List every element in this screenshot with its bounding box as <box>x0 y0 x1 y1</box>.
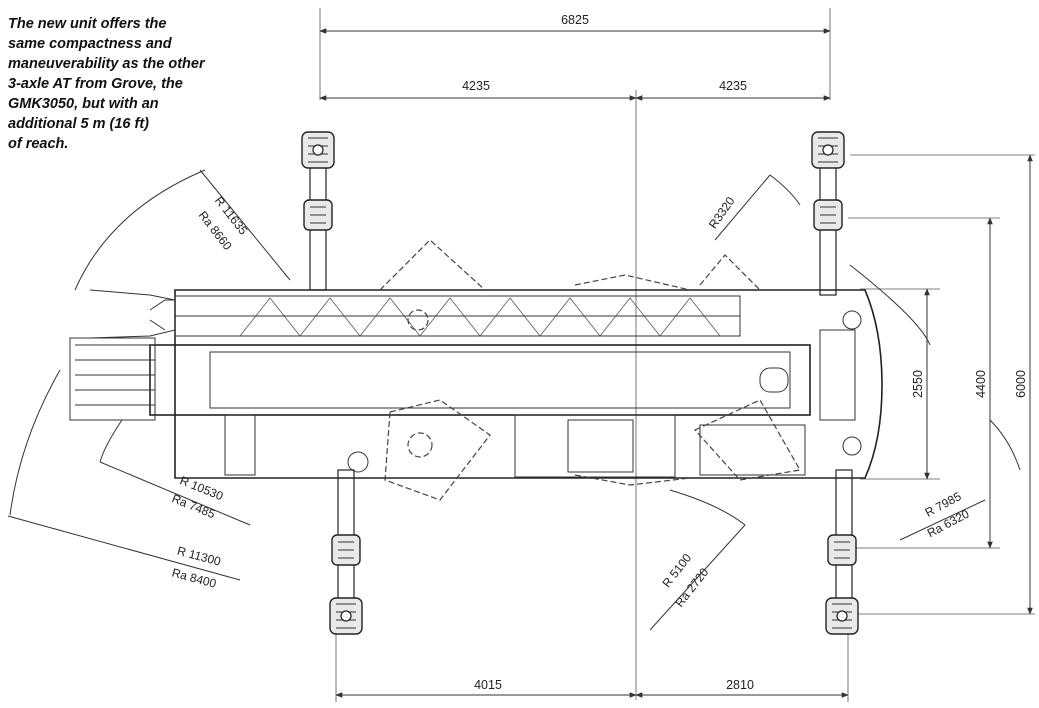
caption-line-7: of reach. <box>8 136 69 152</box>
caption-line-6: additional 5 m (16 ft) <box>8 116 149 132</box>
caption-line-1: The new unit offers the <box>8 16 167 32</box>
dim-bottom-left: 4015 <box>474 678 502 692</box>
bottom-dimensions: 4015 2810 <box>335 600 849 702</box>
dim-top-right: 4235 <box>719 79 747 93</box>
dim-side-outer: 6000 <box>1014 370 1028 398</box>
radius-rear-upper-r: R3320 <box>706 194 738 231</box>
side-dimensions: 2550 4400 6000 <box>848 154 1035 615</box>
caption-line-4: 3-axle AT from Grove, the <box>8 76 183 92</box>
dim-top-overall: 6825 <box>561 13 589 27</box>
dim-side-middle: 4400 <box>974 370 988 398</box>
caption-text: The new unit offers the same compactness… <box>8 14 268 154</box>
caption-line-3: maneuverability as the other <box>8 56 205 72</box>
radius-front-bottom-r: R 11300 <box>176 544 223 569</box>
radius-arcs <box>7 169 1021 631</box>
dim-bottom-right: 2810 <box>726 678 754 692</box>
crane-body <box>69 239 883 501</box>
tires <box>301 131 859 635</box>
top-dimensions: 6825 4235 4235 <box>319 8 831 700</box>
caption-line-5: GMK3050, but with an <box>8 96 159 112</box>
dim-side-inner: 2550 <box>911 370 925 398</box>
outriggers <box>309 159 853 606</box>
radius-front-bottom-ra: Ra 8400 <box>170 566 218 591</box>
dim-top-left: 4235 <box>462 79 490 93</box>
caption-line-2: same compactness and <box>8 36 172 52</box>
